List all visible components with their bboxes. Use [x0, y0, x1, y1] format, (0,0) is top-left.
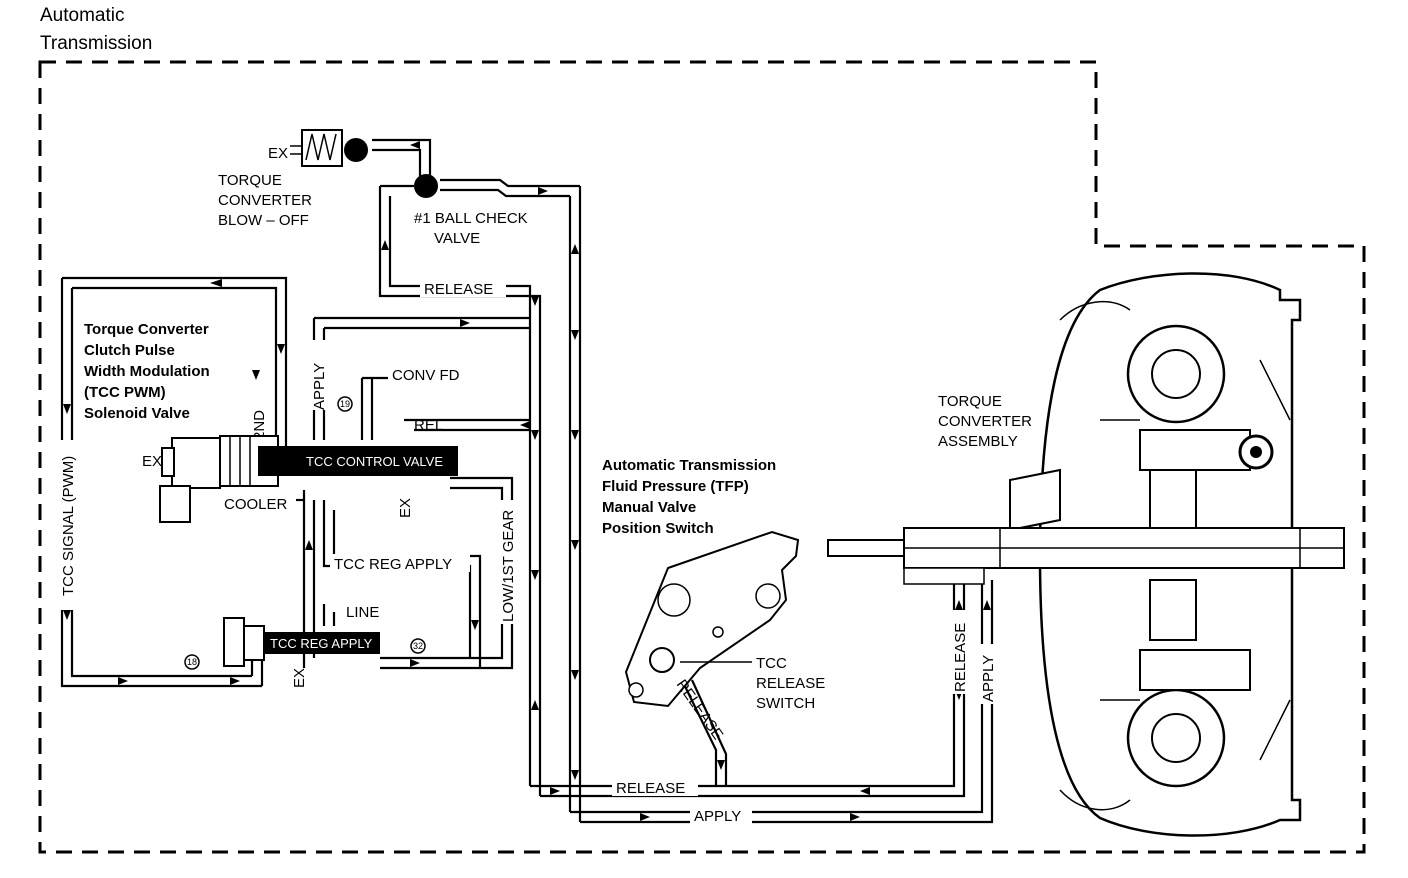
ball-check-label-1: #1 BALL CHECK — [414, 210, 528, 227]
orifice-32-label: 32 — [413, 641, 423, 651]
converter-assembly-label-2: CONVERTER — [938, 413, 1032, 430]
input-shaft — [827, 527, 1345, 585]
conv-fd-label: CONV FD — [392, 367, 460, 384]
tcc-reg-apply-line-bg — [330, 554, 470, 572]
tcc-reg-apply-line-label: TCC REG APPLY — [334, 556, 452, 573]
tcc-reg-apply-valve — [223, 617, 380, 667]
ex-top-label: EX — [268, 145, 288, 162]
release-switch-label-1: TCC — [756, 655, 787, 672]
pwm-label-5: Solenoid Valve — [84, 405, 190, 422]
converter-assembly-label-3: ASSEMBLY — [938, 433, 1018, 450]
tfp-label-2: Fluid Pressure (TFP) — [602, 478, 749, 495]
transmission-boundary — [38, 60, 1366, 854]
apply-vert-bg — [308, 340, 328, 410]
second-gear-label: 2ND — [251, 410, 268, 440]
apply-bottom-label: APPLY — [694, 808, 741, 825]
release-switch-label-3: SWITCH — [756, 695, 815, 712]
pwm-label-4: (TCC PWM) — [84, 384, 166, 401]
tfp-label-1: Automatic Transmission — [602, 457, 776, 474]
blowoff-valve — [290, 129, 368, 167]
orifice-19 — [337, 396, 353, 412]
pwm-label-1: Torque Converter — [84, 321, 209, 338]
apply-bottom-bg — [690, 806, 752, 824]
pwm-label-2: Clutch Pulse — [84, 342, 175, 359]
low-1st-bg — [498, 500, 516, 624]
release-switch-label-2: RELEASE — [756, 675, 825, 692]
tcc-control-valve-label: TCC CONTROL VALVE — [306, 454, 443, 469]
release-bottom-label: RELEASE — [616, 780, 685, 797]
torque-converter-assembly — [1009, 272, 1302, 837]
apply-vert-right-label: APPLY — [980, 655, 997, 702]
ball-check-label-2: VALVE — [434, 230, 480, 247]
apply-vert-bg-right — [978, 644, 996, 704]
orifice-19-label: 19 — [340, 399, 350, 409]
tfp-label-3: Manual Valve — [602, 499, 696, 516]
line-label: LINE — [346, 604, 379, 621]
blowoff-label-3: BLOW – OFF — [218, 212, 309, 229]
tfp-switch-body — [624, 530, 800, 708]
tcc-signal-label: TCC SIGNAL (PWM) — [60, 456, 77, 596]
title-line-1: Automatic — [40, 5, 124, 26]
apply-vert-label: APPLY — [311, 363, 328, 410]
blowoff-label-1: TORQUE — [218, 172, 282, 189]
release-vert-right-label: RELEASE — [952, 623, 969, 692]
orifice-32 — [410, 638, 426, 654]
pwm-solenoid — [159, 435, 298, 523]
tfp-label-4: Position Switch — [602, 520, 714, 537]
flow-arrows — [63, 141, 991, 821]
blowoff-label-2: CONVERTER — [218, 192, 312, 209]
tcc-reg-apply-valve-label: TCC REG APPLY — [270, 636, 373, 651]
ex-reg-label: EX — [291, 668, 308, 688]
tcc-control-valve — [298, 446, 458, 476]
ex-solenoid-label: EX — [142, 453, 162, 470]
low-1st-gear-label: LOW/1ST GEAR — [500, 510, 517, 622]
cooler-label: COOLER — [224, 496, 288, 513]
pwm-label-3: Width Modulation — [84, 363, 210, 380]
ball-check-valve — [414, 174, 438, 198]
tcc-signal-bg — [56, 440, 78, 610]
release-vert-bg — [950, 610, 968, 694]
orifice-18-label: 18 — [187, 657, 197, 667]
orifice-18 — [184, 654, 200, 670]
release-top-bg — [420, 279, 506, 297]
converter-assembly-label-1: TORQUE — [938, 393, 1002, 410]
title-line-2: Transmission — [40, 33, 152, 54]
release-bottom-bg — [612, 778, 698, 796]
release-diag-label: RELEASE — [673, 677, 727, 743]
rel-label: REL — [414, 417, 443, 434]
release-top-label: RELEASE — [424, 281, 493, 298]
ex-control-label: EX — [397, 498, 414, 518]
